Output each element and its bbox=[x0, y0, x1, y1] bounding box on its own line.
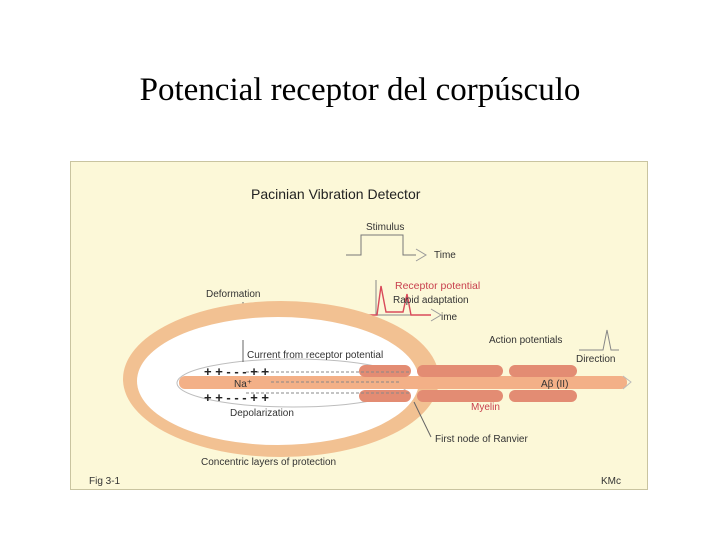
charges-bottom: + + - - - + + bbox=[204, 390, 269, 405]
na-label: Na⁺ bbox=[234, 379, 252, 390]
current-label: Current from receptor potential bbox=[247, 350, 383, 361]
figure-title: Pacinian Vibration Detector bbox=[251, 186, 421, 202]
time-label-2: ime bbox=[441, 312, 458, 323]
pacinian-figure: Pacinian Vibration Detector Stimulus Tim… bbox=[70, 161, 648, 490]
stimulus-trace bbox=[346, 234, 416, 256]
slide-title: Potencial receptor del corpúsculo bbox=[139, 72, 581, 108]
credit-label: KMc bbox=[601, 476, 621, 487]
charges-top: + + - - - + + bbox=[204, 364, 269, 379]
abeta-label: Aβ (II) bbox=[541, 379, 568, 390]
myelin-segment bbox=[417, 390, 503, 402]
action-potential-trace bbox=[579, 329, 619, 351]
axon-arrow-head bbox=[622, 375, 632, 390]
time-label: Time bbox=[434, 250, 456, 261]
pacinian-diagram: Pacinian Vibration Detector Stimulus Tim… bbox=[89, 186, 632, 487]
depolarization-label: Depolarization bbox=[230, 408, 294, 419]
rapid-adaptation-label: Rapid adaptation bbox=[393, 295, 469, 306]
stimulus-label: Stimulus bbox=[366, 222, 404, 233]
ranvier-label: First node of Ranvier bbox=[435, 434, 528, 445]
layers-label: Concentric layers of protection bbox=[201, 457, 336, 468]
fig-label: Fig 3-1 bbox=[89, 476, 121, 487]
receptor-potential-trace bbox=[363, 285, 431, 316]
ranvier-pointer bbox=[413, 401, 432, 438]
myelin-segment bbox=[417, 365, 503, 377]
axon bbox=[179, 376, 627, 389]
time-arrow-1 bbox=[415, 248, 427, 262]
myelin-segment bbox=[359, 365, 411, 377]
myelin-segment bbox=[359, 390, 411, 402]
myelin-segment bbox=[509, 390, 577, 402]
time-arrow-2 bbox=[430, 308, 442, 322]
direction-label: Direction bbox=[576, 354, 615, 365]
deformation-label: Deformation bbox=[206, 289, 260, 300]
myelin-label: Myelin bbox=[471, 402, 500, 413]
receptor-potential-label: Receptor potential bbox=[395, 280, 480, 292]
action-potentials-label: Action potentials bbox=[489, 335, 562, 346]
myelin-segment bbox=[509, 365, 577, 377]
